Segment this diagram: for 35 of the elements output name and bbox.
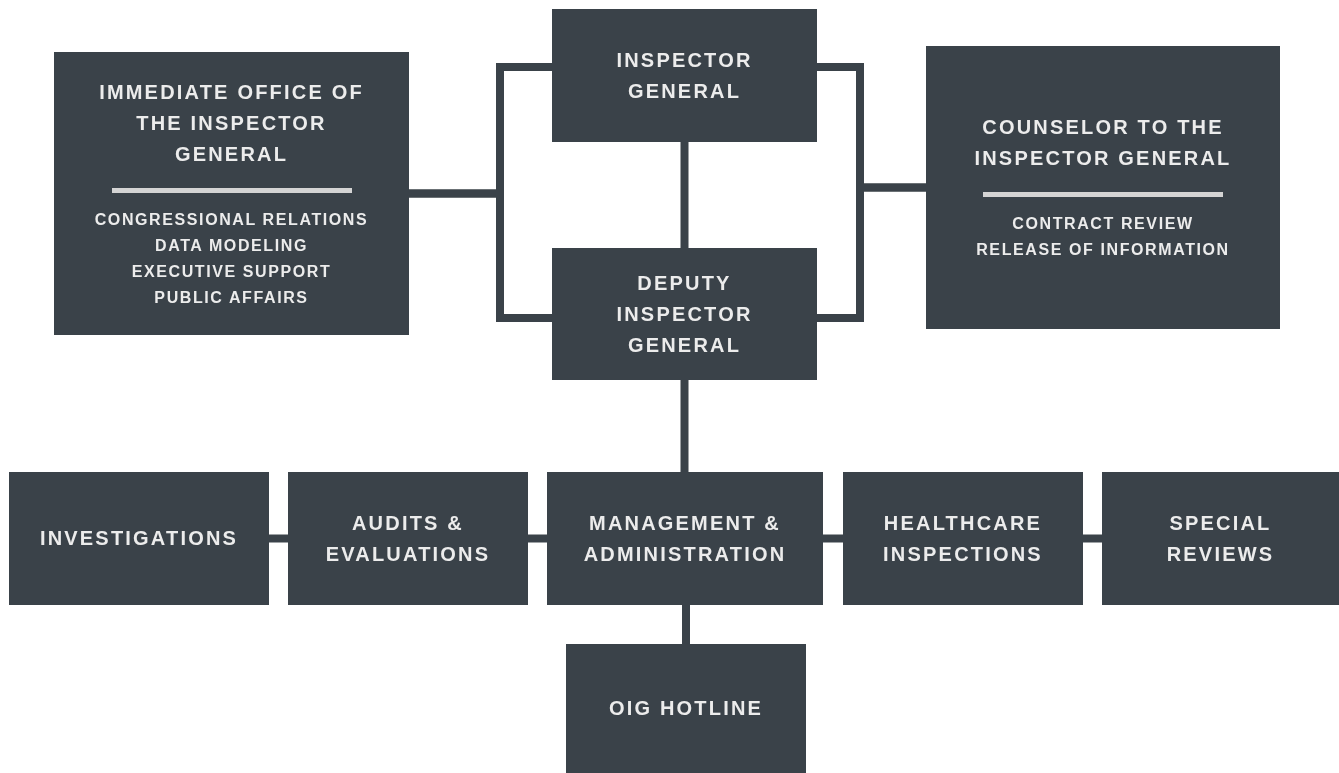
- function-item: CONGRESSIONAL RELATIONS: [94, 209, 369, 230]
- connector-line: [680, 380, 689, 472]
- function-item: DATA MODELING: [155, 235, 308, 256]
- function-item: EXECUTIVE SUPPORT: [131, 261, 332, 282]
- unit-title: IMMEDIATE OFFICE OF THE INSPECTOR GENERAL: [98, 79, 365, 167]
- function-item: PUBLIC AFFAIRS: [154, 287, 309, 308]
- connector-line: [817, 183, 926, 322]
- unit-title: OIG HOTLINE: [607, 696, 765, 721]
- org-box: [843, 472, 1083, 605]
- unit-title: HEALTHCARE INSPECTIONS: [882, 510, 1044, 567]
- unit-title: COUNSELOR TO THE INSPECTOR GENERAL: [973, 115, 1233, 171]
- org-box: [566, 644, 806, 773]
- org-box: [9, 472, 269, 605]
- unit-title: DEPUTY INSPECTOR GENERAL: [615, 270, 754, 358]
- connector-line: [528, 534, 547, 543]
- connector-line: [269, 534, 288, 543]
- org-box: [54, 52, 409, 335]
- org-box: [552, 9, 817, 142]
- org-box: [1102, 472, 1339, 605]
- connector-line: [409, 189, 552, 322]
- function-item: CONTRACT REVIEW: [1012, 214, 1194, 234]
- unit-title: INSPECTOR GENERAL: [615, 47, 754, 104]
- org-box: [552, 248, 817, 380]
- unit-title: INVESTIGATIONS: [38, 526, 240, 551]
- connector-line: [682, 605, 690, 644]
- connector-line: [823, 534, 843, 543]
- unit-title: SPECIAL REVIEWS: [1165, 510, 1276, 567]
- unit-title: MANAGEMENT & ADMINISTRATION: [582, 510, 788, 567]
- org-box: [926, 46, 1280, 329]
- unit-title: AUDITS & EVALUATIONS: [324, 510, 492, 567]
- connector-line: [1083, 534, 1102, 543]
- function-item: RELEASE OF INFORMATION: [976, 240, 1230, 260]
- connector-line: [680, 142, 689, 248]
- org-box: [288, 472, 528, 605]
- org-box: [547, 472, 823, 605]
